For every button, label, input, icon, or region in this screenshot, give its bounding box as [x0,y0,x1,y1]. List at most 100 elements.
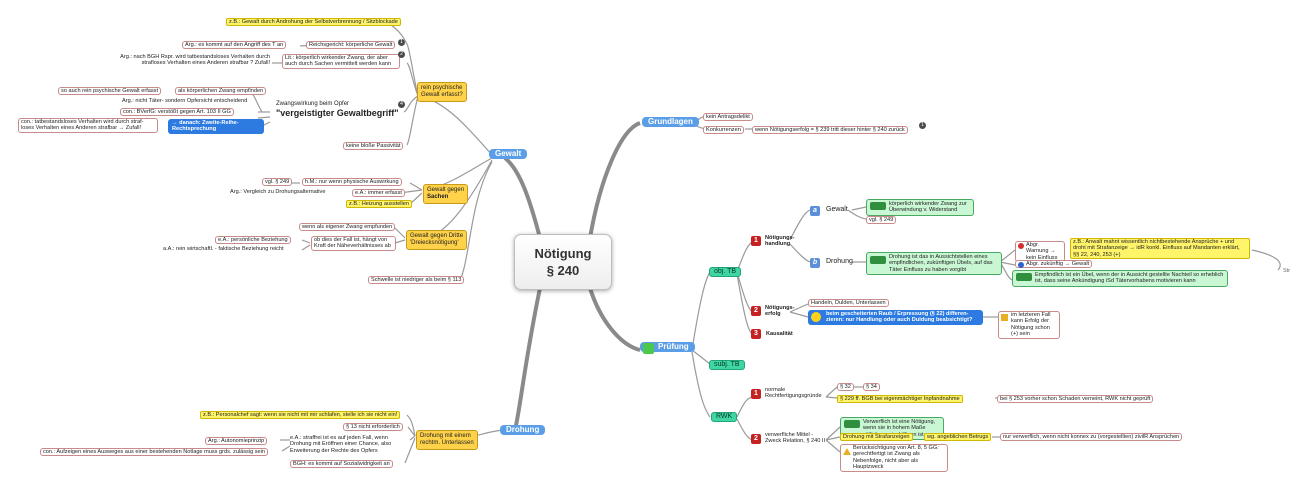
abgr-zukunft-text: Abgr. zukünftig → Gewalt [1026,261,1090,267]
note-icon: 1 [919,122,926,129]
grundlagen-konkurrenzen: Konkurrenzen [703,126,744,135]
sachen-line2: Sachen [427,194,449,200]
gewalt-auch-psychisch: so auch rein psychische Gewalt erfasst [58,87,162,96]
gewalt-con-bverfg: con.: BVerfG: verstößt gegen Art. 103 II… [120,108,234,117]
psychisch-line1: rein psychische [421,85,463,91]
warning-icon [1018,243,1024,249]
rwk-step-2-badge: 2 [751,434,761,444]
pruefung-zb-anwalt: z.B.: Anwalt mahnt wissentlich nichtbest… [1070,238,1250,260]
rwk-beruecksichtigung: Berücksichtigung von Art. 8, 5 GG: gerec… [840,444,948,472]
gewalt-con-tatbestand: con.: tatbestandsloses Verhalten wird du… [18,118,158,133]
warning-icon [843,448,851,455]
pruefung-gewalt: Gewalt [826,206,848,213]
pruefung-handeln: Handeln, Dulden, Unterlassen [808,299,889,308]
gewalt-zwangswirkung: Zwangswirkung beim Opfer [276,101,350,107]
central-subtitle: § 240 [546,263,580,278]
drohung-example-personal: z.B.: Personalchef sagt: wenn sie nicht … [200,411,401,420]
gewalt-hm-physisch: h.M.: nur wenn physische Auswirkung [302,178,402,187]
drohung-definition-text: Drohung ist das in Aussichtstellen eines… [889,254,993,273]
gewalt-reichsgericht: Reichsgericht: körperliche Gewalt [306,41,396,50]
grundlagen-antragsdelikt: kein Antragsdelikt [703,113,753,122]
warning-icon [1018,262,1024,268]
step-3-badge: 3 [751,329,761,339]
gewalt-ob-dies: ob dies der Fall ist, hängt von Kraft de… [311,236,396,251]
rwk-verwerflich: verwerfliche Mittel - Zweck Relation, § … [765,432,826,445]
dritte-line2: 'Dreiecksnötigung' [410,240,459,246]
pruefung-subj-tb[interactable]: subj. TB [709,360,745,371]
pruefung-rwk[interactable]: RWK [711,412,738,423]
gewalt-definition-text: körperlich wirkender Zwang zur Überwindu… [889,201,967,214]
letzteren-text: im letzteren Fall kann Erfolg der Nötigu… [1011,312,1051,338]
drohung-bgh-sozial: BGH: es kommt auf Sozialwidrigkeit an [290,460,393,469]
pruefung-letzteren-fall: im letzteren Fall kann Erfolg der Nötigu… [998,311,1060,339]
gewalt-arg-bgh: Arg.: nach BGH Rspr. wird tatbestandslos… [120,54,270,67]
pruefung-empfindlich: Empfindlich ist ein Übel, wenn der in Au… [1012,270,1228,287]
step-2-badge: 2 [751,306,761,316]
gewalt-sachen-topic[interactable]: Gewalt gegen Sachen [423,184,469,204]
beruecksichtigung-text: Berücksichtigung von Art. 8, 5 GG: gerec… [853,445,939,471]
topic-pruefung[interactable]: Prüfung [640,342,695,354]
gewalt-empfunden: wenn als eigener Zwang empfunden [299,223,396,232]
rwk-p34: § 34 [863,383,880,392]
step-b-badge: b [810,258,820,268]
unterlassen-line2: rechtm. Unterlassen [420,440,474,446]
gewalt-passivitaet: keine bloße Passivität [343,142,404,151]
rwk-betrug: wg. angeblichen Betrugs [924,433,992,442]
gewalt-vergeistigt: "vergeistigter Gewaltbegriff" [276,108,399,118]
megaphone-icon [870,202,886,210]
rwk-p32: § 32 [837,383,854,392]
grundlagen-nachrang: wenn Nötigungserfolg = § 239 tritt diese… [752,126,908,135]
megaphone-icon [1016,273,1032,281]
pruefung-gewalt-definition: körperlich wirkender Zwang zur Überwindu… [866,199,974,216]
central-title: Nötigung [534,246,592,261]
drohung-p13: § 13 nicht erforderlich [343,423,403,432]
rwk-step-1-badge: 1 [751,389,761,399]
gewalt-example-top: z.B.: Gewalt durch Androhung der Selbstv… [226,18,401,27]
rwk-konnex: nur verwerflich, wenn nicht konnex zu (v… [1000,433,1183,442]
empfindlich-text: Empfindlich ist ein Übel, wenn der in Au… [1035,272,1224,285]
gewalt-psychisch-topic[interactable]: rein psychische Gewalt erfasst? [417,82,467,102]
abgr-warnung-text: Abgr. Warnung → kein Einfluss [1026,242,1058,261]
gewalt-heizung: z.B.: Heizung ausstellen [346,200,413,209]
sachen-line1: Gewalt gegen [427,187,465,193]
gewalt-arg-angriff: Arg.: es kommt auf den Angriff des T an [182,41,287,50]
gewalt-dritte-topic[interactable]: Gewalt gegen Dritte 'Dreiecksnötigung' [406,230,468,250]
psychisch-line2: Gewalt erfasst? [421,92,463,98]
rwk-p253: bei § 253 vorher schon Schaden verneint,… [997,395,1154,404]
number-1-icon: 1 [398,39,405,46]
gewalt-ea-persoenlich: e.A.: persönliche Beziehung [215,236,291,245]
pruefung-abgr-zukuenftig: Abgr. zukünftig → Gewalt [1015,260,1093,269]
drohung-unterlassen-topic[interactable]: Drohung mit einem rechtm. Unterlassen [416,430,478,450]
dritte-line1: Gewalt gegen Dritte [410,233,464,239]
pruefung-raub-erpressung: beim gescheiterten Raub / Erpressung (§ … [808,310,983,325]
number-4-icon: 4 [398,101,405,108]
gewalt-arg-vergleich: Arg.: Vergleich zu Drohungsalternative [230,189,326,195]
pruefung-obj-tb[interactable]: obj. TB [709,267,742,278]
gewalt-schwelle: Schwelle ist niedriger als beim § 113 [368,276,465,285]
topic-grundlagen[interactable]: Grundlagen [642,117,699,128]
rwk-p229: § 229 ff. BGB bei eigenmächtiger Inpfand… [837,395,963,404]
topic-pruefung-label: Prüfung [658,342,689,351]
drohung-ea-straffrei: e.A.: straffrei ist es auf jeden Fall, w… [290,435,392,454]
rwk-normale: normale Rechtfertigungsgründe [765,387,822,400]
pruefung-kausalitaet: Kausalität [766,331,793,337]
topic-drohung[interactable]: Drohung [500,425,546,436]
unterlassen-line1: Drohung mit einem [420,433,471,439]
pruefung-str-label: Str [1283,268,1291,274]
checklist-icon [643,343,654,354]
rwk-strafanzeigen: Drohung mit Strafanzeigen [840,433,913,442]
number-2-icon: 2 [398,51,405,58]
step-1-badge: 1 [751,236,761,246]
central-topic[interactable]: Nötigung § 240 [514,234,612,290]
drohung-con-aufzeigen: con.: Aufzeigen eines Ausweges aus einer… [40,448,269,457]
gewalt-lit-korperlich: Lit.: körperlich wirkender Zwang, der ab… [282,54,400,69]
gewalt-vgl-249: vgl. § 249 [262,178,293,187]
pruefung-erfolg: Nötigungs-erfolg [765,305,795,318]
pruefung-vgl-249: vgl. § 249 [866,216,897,225]
gewalt-koerperlicher-zwang: als körperlichen Zwang empfinden [175,87,267,96]
drohung-arg-autonomie: Arg.: Autonomieprinzip [205,437,268,446]
gewalt-aa-wirtschaftlich: a.A.: rein wirtschaftl. - faktische Bezi… [163,246,284,252]
topic-gewalt[interactable]: Gewalt [489,149,528,160]
gewalt-zweite-reihe: → danach: Zweite-Reihe-Rechtsprechung [168,119,264,134]
